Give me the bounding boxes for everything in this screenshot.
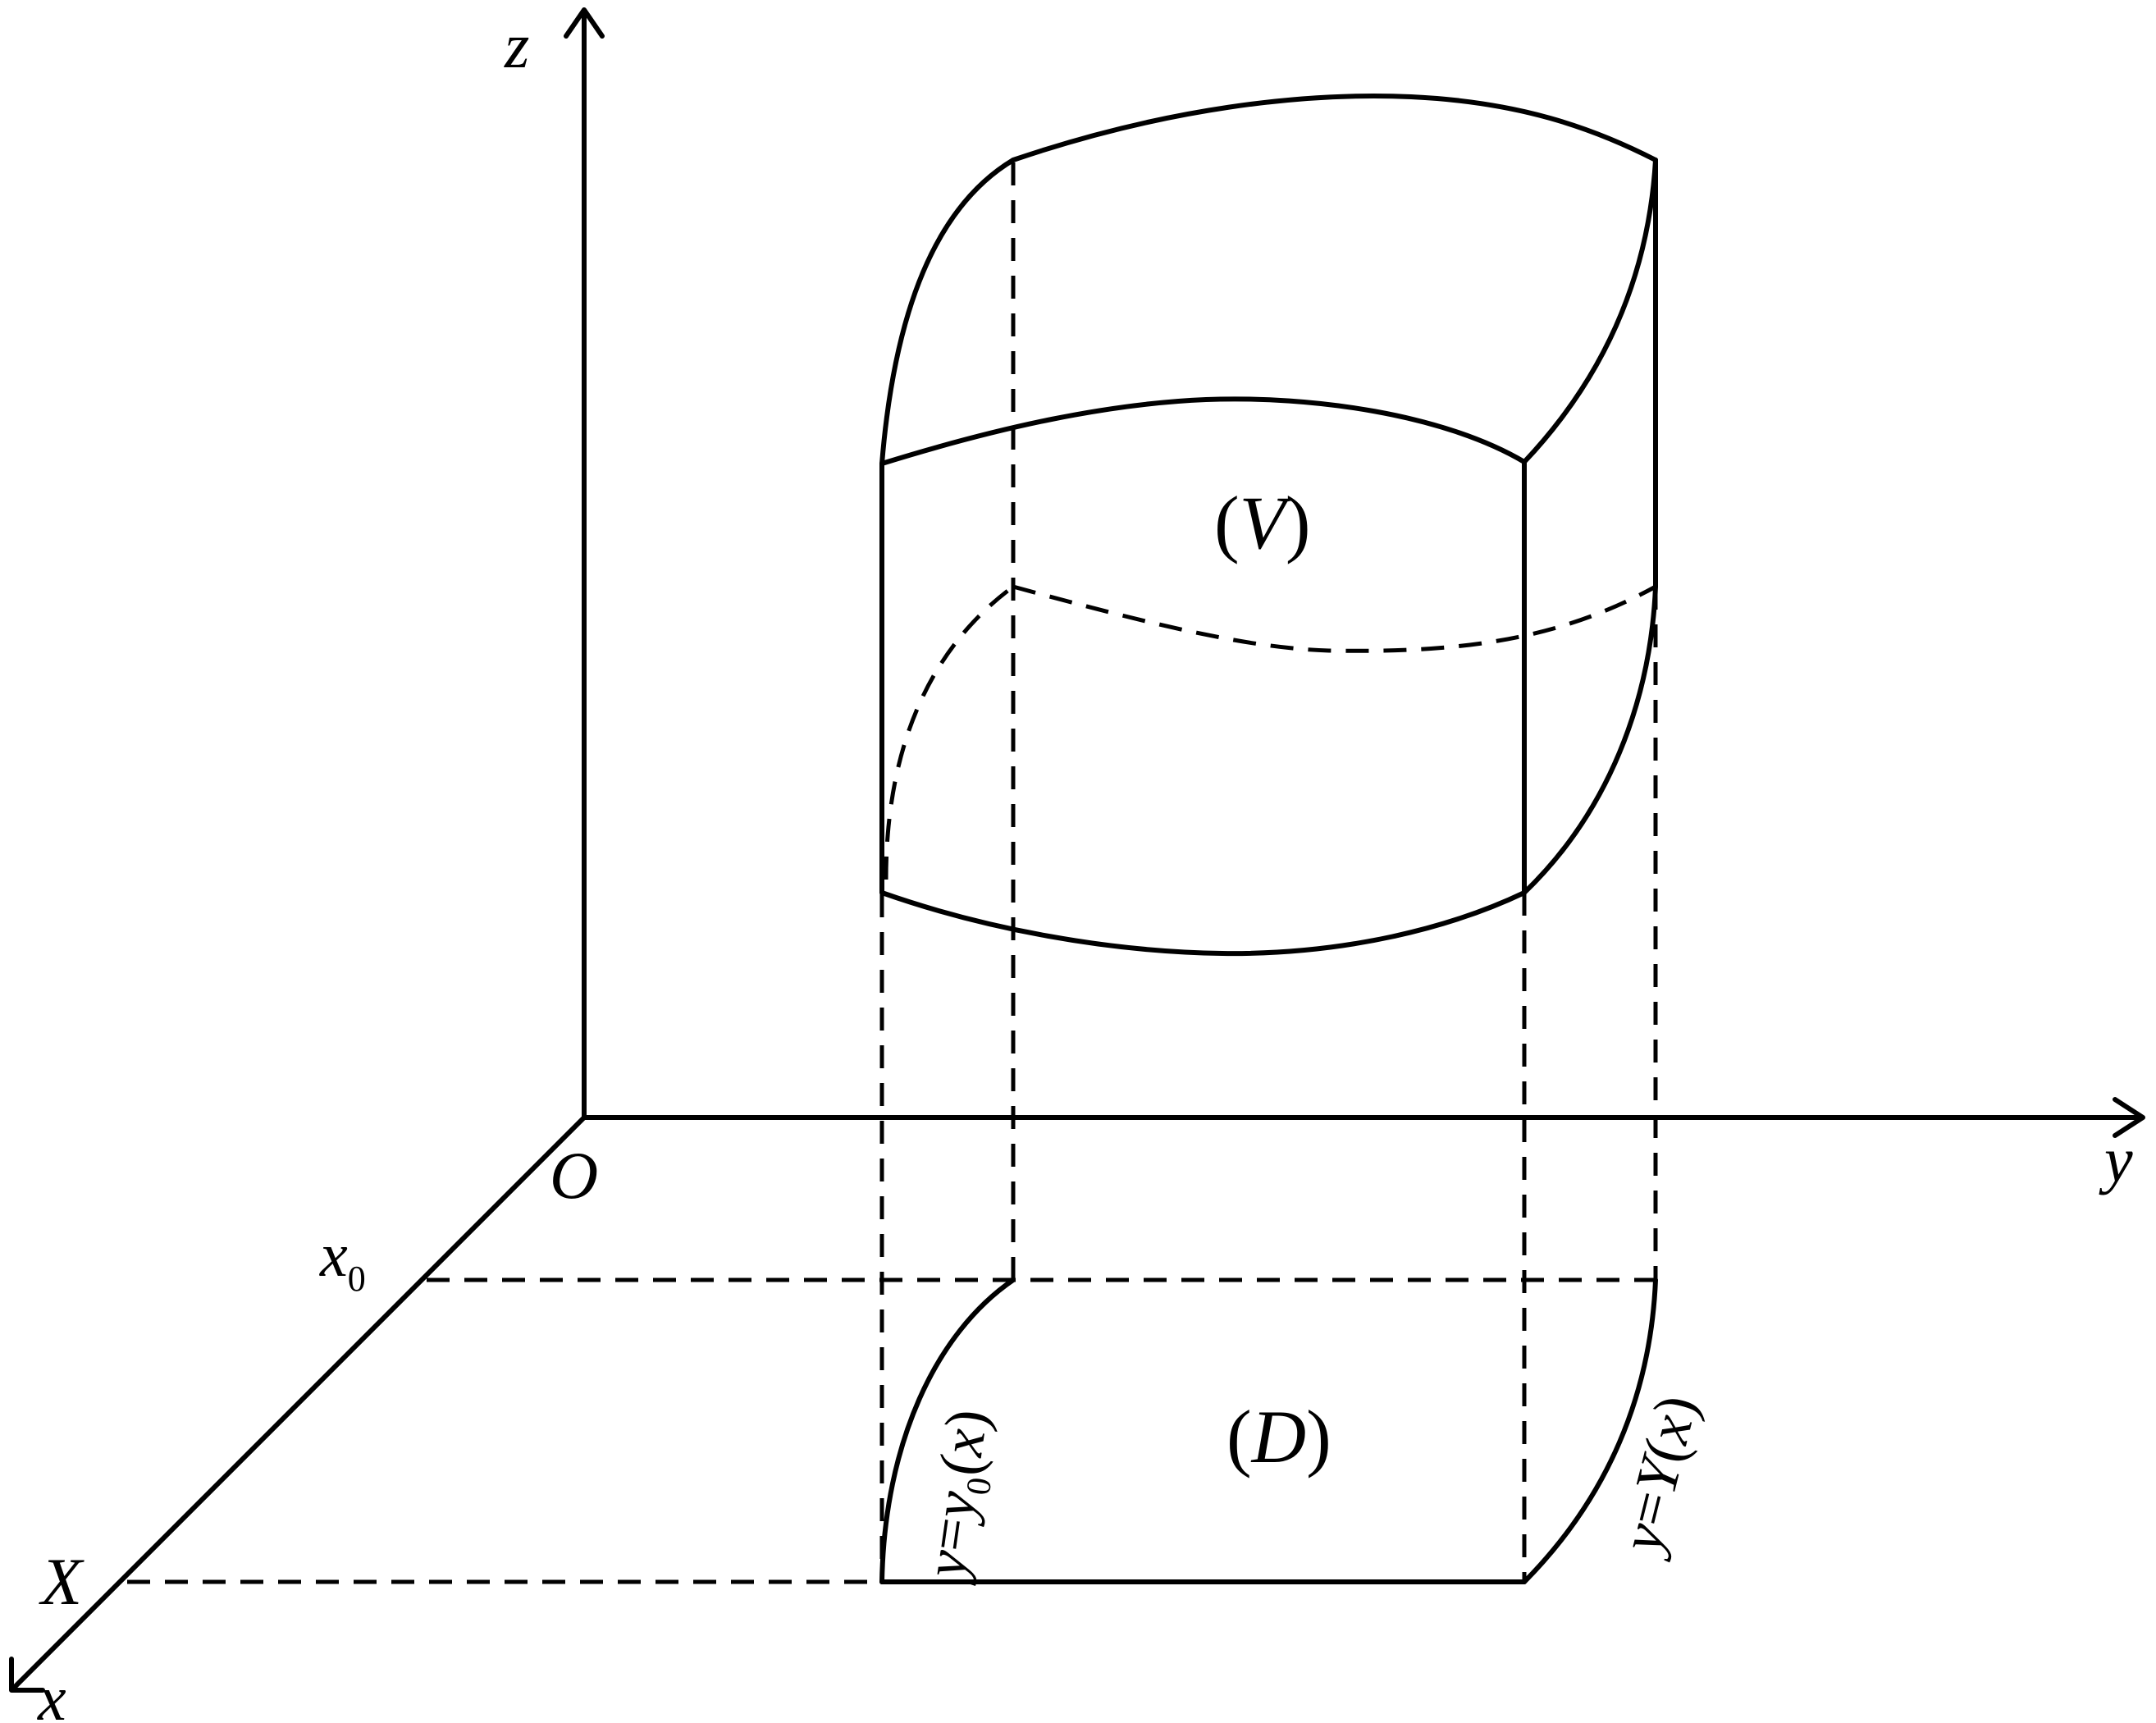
x0-tick-label: x0	[319, 1221, 366, 1299]
domain-label: (D)	[1226, 1395, 1332, 1478]
bottom-surface-left-edge-hidden	[884, 584, 1015, 880]
bottom-surface-back-edge-hidden	[1012, 584, 1657, 653]
lower-boundary-equation: y=y0(x)	[911, 1405, 1009, 1588]
coordinate-axes	[9, 7, 2145, 1693]
domain-label-close: )	[1306, 1395, 1332, 1478]
bottom-surface-front-edge	[879, 890, 1527, 957]
domain-label-open: (	[1226, 1395, 1252, 1478]
domain-label-letter: D	[1250, 1395, 1306, 1478]
solid-V	[879, 94, 1658, 957]
top-surface-right-edge	[1522, 158, 1658, 464]
domain-left-curve	[879, 1277, 1016, 1584]
labels: z y x O x0 X (V) (D) y=y0(x) y=Y(x)	[37, 10, 2133, 1723]
projection-lines	[127, 162, 1658, 1584]
top-surface-left-edge	[879, 158, 1016, 466]
x0-tick-main: x	[319, 1221, 348, 1290]
z-axis-arrowhead	[564, 7, 605, 39]
y-axis-arrowhead	[2113, 1097, 2145, 1138]
x0-tick-subscript: 0	[348, 1259, 366, 1299]
z-axis-label: z	[504, 10, 529, 81]
X-tick-label: X	[39, 1544, 85, 1619]
x-axis-arrowhead	[9, 1657, 45, 1693]
volume-label-letter: V	[1240, 481, 1294, 564]
top-surface-front-edge	[879, 396, 1527, 466]
upper-boundary-equation: y=Y(x)	[1606, 1389, 1710, 1564]
domain-D	[879, 1277, 1658, 1584]
volume-label-close: )	[1286, 481, 1311, 564]
bottom-surface-right-edge	[1522, 584, 1658, 895]
volume-label: (V)	[1214, 481, 1310, 564]
top-surface-back-edge	[1011, 94, 1658, 162]
x-axis	[12, 1115, 587, 1689]
origin-label: O	[550, 1138, 598, 1213]
y-axis-label: y	[2099, 1124, 2133, 1195]
domain-right-curve	[1522, 1277, 1658, 1584]
volume-label-open: (	[1214, 481, 1240, 564]
x-axis-label: x	[37, 1662, 66, 1723]
